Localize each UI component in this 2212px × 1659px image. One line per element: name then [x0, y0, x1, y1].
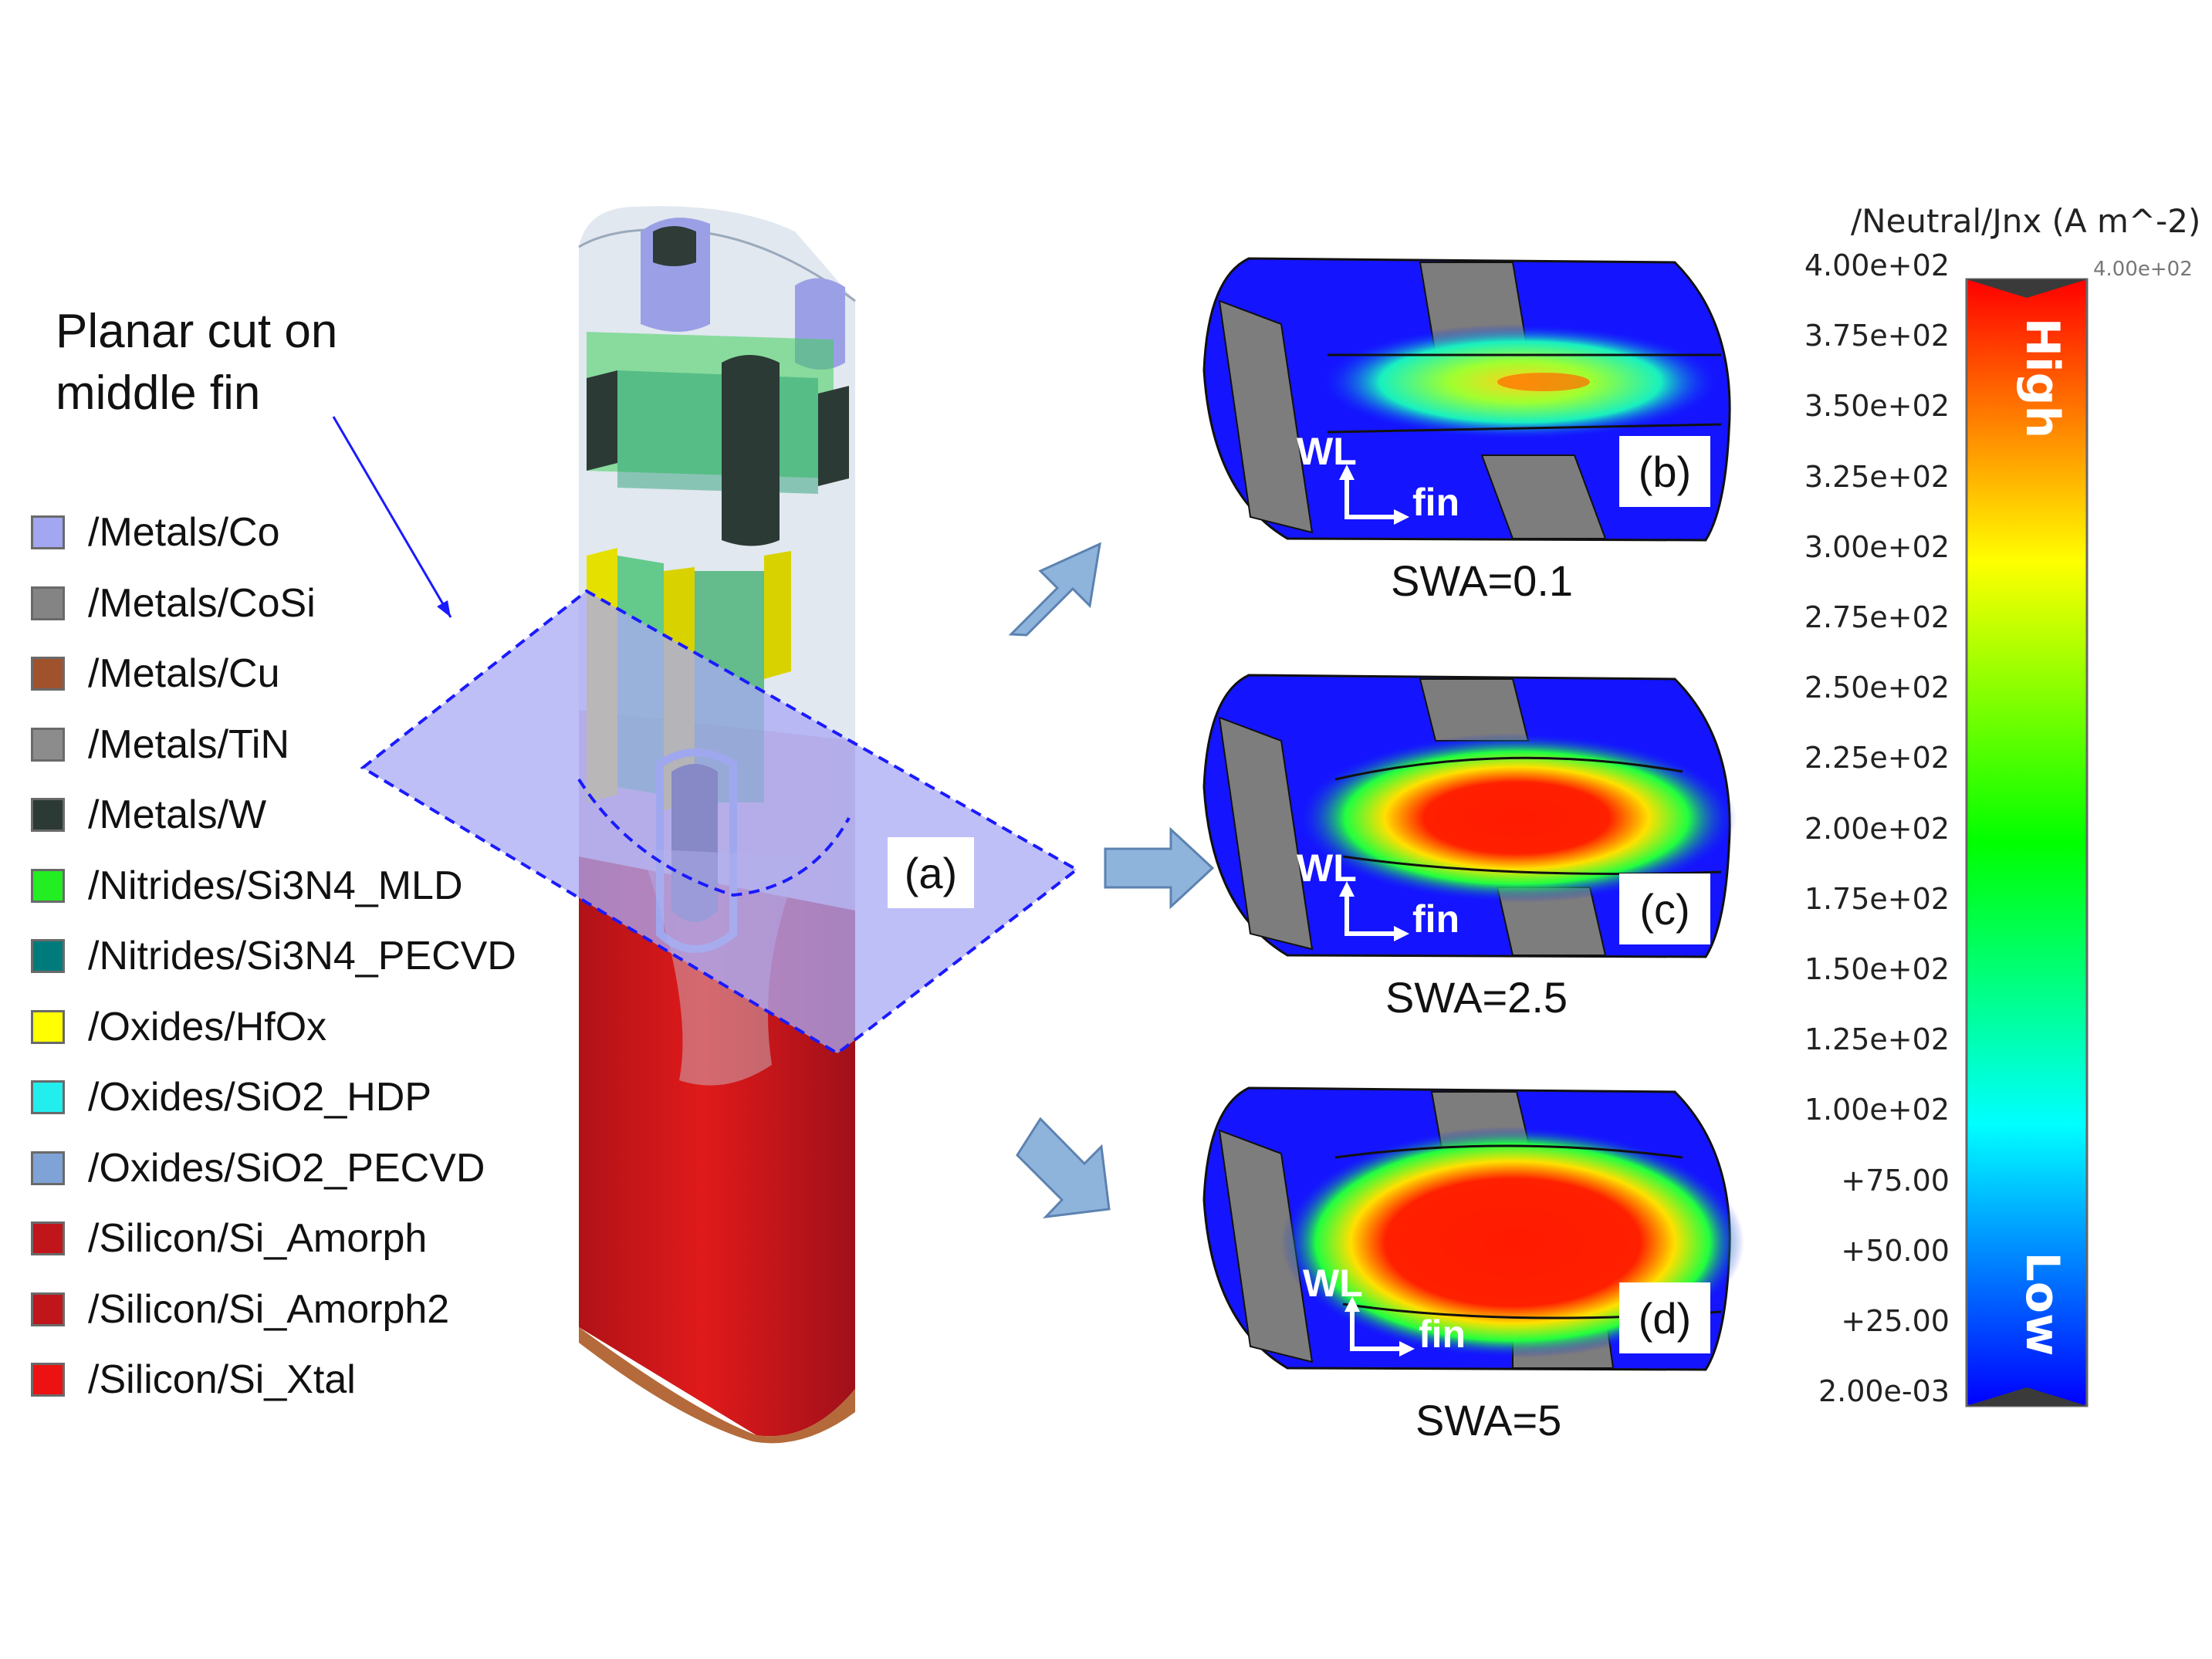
panel-b-wl-label: WL [1297, 430, 1357, 473]
callout-arrow [332, 416, 452, 618]
legend-label: /Oxides/SiO2_HDP [88, 1075, 432, 1120]
cut-contour [577, 778, 851, 897]
panel-c-axis-arrows [1344, 895, 1395, 936]
panel-c-fin-label: fin [1412, 897, 1460, 941]
panel-b-swa: SWA=0.1 [1391, 556, 1574, 605]
arrow-to-d [1016, 1117, 1111, 1218]
legend-label: /Oxides/HfOx [88, 1004, 327, 1049]
callout-line2: middle fin [56, 367, 261, 420]
panel-d-fin-label: fin [1419, 1313, 1466, 1356]
colorbar-small-max: 4.00e+02 [2093, 258, 2193, 281]
colorbar-tick-label: 2.75e+02 [1804, 600, 1950, 634]
legend-swatch [31, 868, 65, 903]
colorbar-tick-label: 3.50e+02 [1804, 389, 1950, 424]
cut-plane-outline [360, 589, 1080, 1056]
legend-swatch [31, 1363, 65, 1397]
colorbar-tick-label: 3.25e+02 [1804, 459, 1950, 494]
colorbar-tick-label: +75.00 [1841, 1163, 1950, 1198]
legend-label: /Silicon/Si_Xtal [88, 1357, 356, 1402]
panel-b-axis-arrowhead-up [1339, 465, 1355, 480]
legend-label: /Metals/W [88, 792, 267, 837]
panel-d-axis-arrows [1350, 1310, 1401, 1351]
colorbar-tick-label: 3.75e+02 [1804, 319, 1950, 353]
legend-label: /Silicon/Si_Amorph [88, 1216, 428, 1261]
legend-swatch [31, 657, 65, 691]
panel-c-wl-label: WL [1297, 846, 1357, 890]
panel-b-axis-arrows [1344, 478, 1395, 519]
colorbar-title: /Neutral/Jnx (A m^-2) [1851, 202, 2201, 240]
legend-item: /Metals/CoSi [31, 580, 316, 627]
colorbar-gradient [1965, 278, 2089, 1407]
legend-label: /Metals/CoSi [88, 580, 316, 626]
legend-item: /Oxides/SiO2_PECVD [31, 1145, 485, 1191]
colorbar-tick-label: 2.50e+02 [1804, 671, 1950, 705]
arrow-to-c [1104, 826, 1215, 910]
colorbar-high-label: High [2015, 318, 2069, 438]
legend-item: /Nitrides/Si3N4_MLD [31, 863, 463, 909]
colorbar-tick-label: 1.50e+02 [1804, 952, 1950, 986]
legend-item: /Silicon/Si_Amorph [31, 1215, 427, 1262]
arrow-to-b [1008, 542, 1101, 637]
colorbar-tick-label: 2.00e+02 [1804, 811, 1950, 846]
panel-c-swa: SWA=2.5 [1385, 973, 1568, 1022]
panel-d-axis-arrowhead-right [1399, 1341, 1415, 1357]
legend-item: /Metals/TiN [31, 721, 289, 768]
legend-label: /Metals/Cu [88, 651, 280, 696]
callout-text: Planar cut on middle fin [56, 301, 337, 424]
colorbar-tick-label: 1.75e+02 [1804, 881, 1950, 916]
cut-plane [363, 591, 1077, 1053]
panel-b-label: (b) [1619, 436, 1710, 507]
panel-b-axis-arrowhead-right [1394, 509, 1409, 525]
legend-swatch [31, 1221, 65, 1255]
panel-d-label: (d) [1619, 1282, 1710, 1353]
legend-swatch [31, 1080, 65, 1114]
colorbar-tick-label: 2.25e+02 [1804, 741, 1950, 775]
legend-label: /Nitrides/Si3N4_MLD [88, 863, 463, 908]
callout-arrowhead [437, 600, 451, 617]
legend-label: /Metals/Co [88, 510, 280, 555]
colorbar-tick-label: 1.25e+02 [1804, 1022, 1950, 1057]
panel-d-axis-arrowhead-up [1344, 1296, 1360, 1312]
legend-label: /Oxides/SiO2_PECVD [88, 1145, 485, 1191]
legend-swatch [31, 1292, 65, 1326]
legend-swatch [31, 515, 65, 549]
colorbar-tick-label: +25.00 [1841, 1304, 1950, 1338]
legend-item: /Silicon/Si_Amorph2 [31, 1286, 449, 1333]
legend-item: /Oxides/HfOx [31, 1004, 326, 1050]
legend-item: /Nitrides/Si3N4_PECVD [31, 933, 516, 979]
panel-c-label: (c) [1619, 873, 1710, 944]
panel-c-field [1202, 674, 1737, 958]
colorbar-tick-label: +50.00 [1841, 1233, 1950, 1268]
colorbar-tick-label: 3.00e+02 [1804, 529, 1950, 564]
legend-swatch [31, 939, 65, 973]
legend-label: /Silicon/Si_Amorph2 [88, 1286, 450, 1332]
colorbar-bottom-cap [1967, 1387, 2087, 1406]
colorbar-low-label: Low [2015, 1252, 2069, 1357]
panel-b-fin-label: fin [1412, 481, 1460, 524]
panel-b-field [1202, 257, 1731, 542]
legend-swatch [31, 1150, 65, 1185]
legend-item: /Oxides/SiO2_HDP [31, 1074, 431, 1120]
colorbar-top-cap [1967, 279, 2087, 298]
colorbar-tick-label: 4.00e+02 [1804, 248, 1950, 282]
colorbar-tick-label: 2.00e-03 [1818, 1374, 1950, 1409]
legend-swatch [31, 586, 65, 620]
panel-d-wl-label: WL [1303, 1262, 1363, 1305]
panel-c-axis-arrowhead-up [1339, 881, 1355, 897]
colorbar-tick-label: 1.00e+02 [1804, 1093, 1950, 1127]
panel-c-axis-arrowhead-right [1394, 926, 1409, 941]
legend-swatch [31, 1009, 65, 1044]
legend-swatch [31, 798, 65, 832]
callout-line1: Planar cut on [56, 305, 338, 358]
panel-a-label: (a) [888, 837, 974, 908]
legend-label: /Nitrides/Si3N4_PECVD [88, 934, 516, 978]
legend-item: /Silicon/Si_Xtal [31, 1357, 356, 1403]
legend-item: /Metals/Cu [31, 650, 280, 697]
panel-d-swa: SWA=5 [1415, 1396, 1562, 1444]
legend-item: /Metals/W [31, 792, 266, 838]
legend-item: /Metals/Co [31, 509, 280, 556]
legend-label: /Metals/TiN [88, 721, 289, 767]
legend-swatch [31, 727, 65, 762]
